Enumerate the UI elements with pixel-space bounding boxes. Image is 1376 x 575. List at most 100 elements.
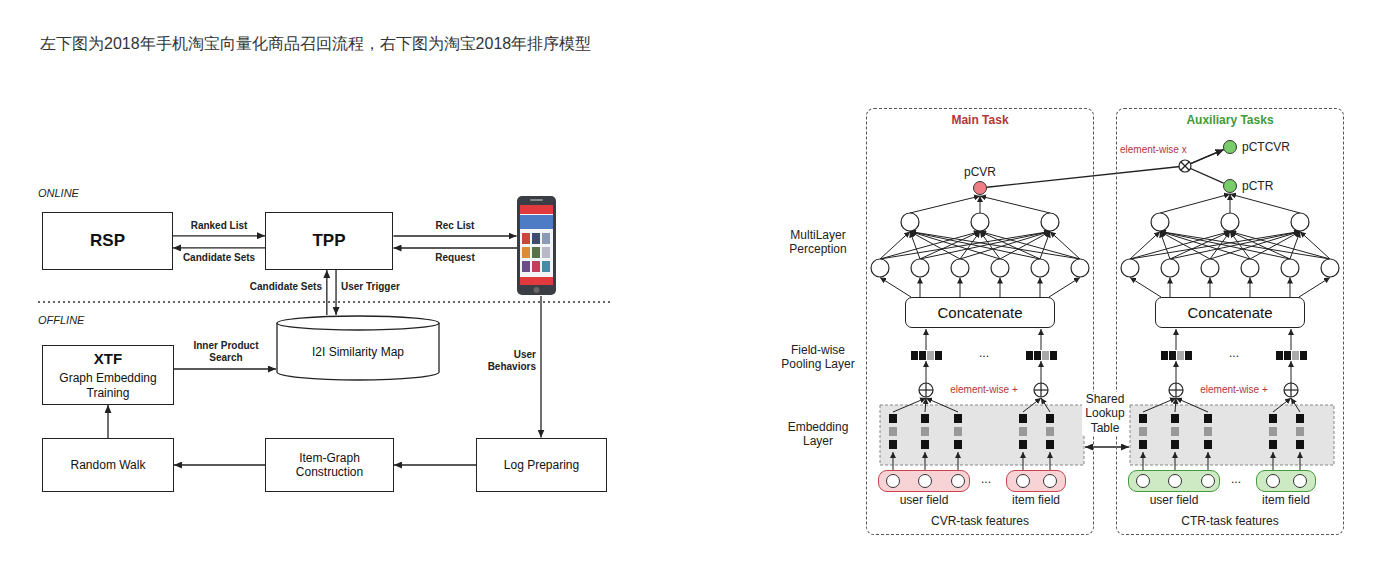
shared-label: Shared Lookup Table — [1082, 392, 1128, 435]
flow-arrow — [394, 464, 476, 465]
embedding-cell — [954, 440, 962, 449]
neuron — [1031, 259, 1049, 277]
mlp-link — [1160, 232, 1290, 260]
output-label: pCVR — [964, 165, 996, 179]
mlp-link — [1230, 232, 1330, 260]
mlp-link — [980, 232, 1080, 260]
mlp-link — [910, 232, 1040, 260]
embedding-cell — [1204, 427, 1212, 436]
flow-arrow — [173, 247, 265, 248]
pooled-cell — [1050, 351, 1057, 360]
neuron — [1201, 259, 1219, 277]
concat-box: Concatenate — [1155, 297, 1305, 328]
pooled-cell — [1292, 351, 1299, 360]
service-box: RSP — [42, 212, 173, 270]
layer-label: Field-wise Pooling Layer — [776, 343, 860, 372]
neuron — [951, 259, 969, 277]
box-label: Concatenate — [937, 304, 1022, 322]
embedding-cell — [889, 414, 897, 423]
field-label: item field — [1012, 493, 1060, 507]
embedding-link — [893, 398, 926, 412]
embedding-cell — [1019, 427, 1027, 436]
field-label: item field — [1262, 493, 1310, 507]
section-label: ONLINE — [38, 187, 79, 200]
sum-symbol — [1034, 383, 1048, 397]
pooled-cell — [1042, 351, 1049, 360]
mlp-link — [980, 196, 981, 213]
flow-arrow — [326, 270, 327, 315]
process-box: XTFGraph Embedding Training — [42, 345, 174, 405]
panel-title: Auxiliary Tasks — [1117, 113, 1343, 127]
edge-label: Candidate Sets — [174, 252, 264, 264]
field-link — [1175, 452, 1176, 470]
neuron — [1291, 213, 1309, 231]
embedding-link — [1176, 398, 1208, 412]
operator-label: element-wise + — [1196, 384, 1272, 396]
layer-label: Embedding Layer — [776, 420, 860, 449]
flow-arrow — [107, 405, 108, 438]
embedding-cell — [1269, 427, 1277, 436]
product-thumb — [522, 261, 530, 272]
mlp-link — [880, 232, 1050, 260]
neuron — [1221, 213, 1239, 231]
panel-caption: CTR-task features — [1117, 514, 1343, 528]
input-unit — [1043, 474, 1057, 488]
sum-symbol — [919, 383, 933, 397]
input-unit — [1016, 474, 1030, 488]
pooled-cell — [1177, 351, 1184, 360]
task-panel: Auxiliary TasksCTR-task features pCTCVR pC… — [1116, 108, 1344, 535]
sum-symbol — [1175, 383, 1176, 397]
pooled-cell — [1169, 351, 1176, 360]
pool-link — [1176, 361, 1177, 383]
mlp-link — [1210, 278, 1211, 298]
product-thumb — [542, 261, 550, 272]
phone-screen — [520, 205, 553, 285]
embedding-cell — [954, 427, 962, 436]
app-banner — [520, 215, 553, 229]
embedding-cell — [1139, 414, 1147, 423]
mlp-link — [980, 196, 1050, 213]
mlp-link — [910, 232, 1000, 260]
pooled-cell — [1276, 351, 1283, 360]
mlp-link — [1290, 278, 1291, 298]
field-label: user field — [1150, 493, 1199, 507]
embedding-cell — [889, 440, 897, 449]
mlp-link — [1049, 278, 1080, 298]
field-link — [925, 452, 926, 470]
field-link — [958, 452, 959, 470]
embedding-region — [880, 405, 1084, 465]
embedding-cell — [1046, 440, 1054, 449]
page-title: 左下图为2018年手机淘宝向量化商品召回流程，右下图为淘宝2018年排序模型 — [40, 34, 591, 53]
pooled-cell — [919, 351, 926, 360]
edge-label: element-wise x — [1120, 144, 1192, 156]
neuron — [1161, 259, 1179, 277]
network-tower — [871, 196, 1089, 470]
field-link — [1300, 452, 1301, 470]
shared-arrow — [1085, 446, 1129, 447]
product-thumb — [532, 261, 540, 272]
box-sublabel: Graph Embedding Training — [51, 371, 165, 400]
input-unit — [1136, 474, 1150, 488]
box-label: TPP — [312, 231, 345, 251]
output-label: pCTCVR — [1242, 140, 1290, 154]
mlp-link — [1130, 278, 1161, 298]
mlp-link — [920, 278, 921, 298]
embedding-cell — [1171, 414, 1179, 423]
pool-link — [1291, 361, 1292, 383]
output-node: pCTR — [1223, 179, 1237, 193]
flow-arrow — [335, 270, 336, 315]
embedding-cell — [921, 427, 929, 436]
input-unit — [886, 474, 900, 488]
section-label: OFFLINE — [38, 314, 84, 327]
flow-arrow — [394, 247, 518, 248]
box-label: I2I Similarity Map — [312, 345, 404, 359]
neuron — [911, 259, 929, 277]
neuron — [1281, 259, 1299, 277]
sum-symbol — [1040, 383, 1041, 397]
embedding-cell — [1019, 440, 1027, 449]
input-unit — [1201, 474, 1215, 488]
product-thumb — [522, 233, 530, 244]
embedding-link — [1143, 398, 1176, 412]
input-unit — [1293, 474, 1307, 488]
embedding-cell — [1171, 427, 1179, 436]
